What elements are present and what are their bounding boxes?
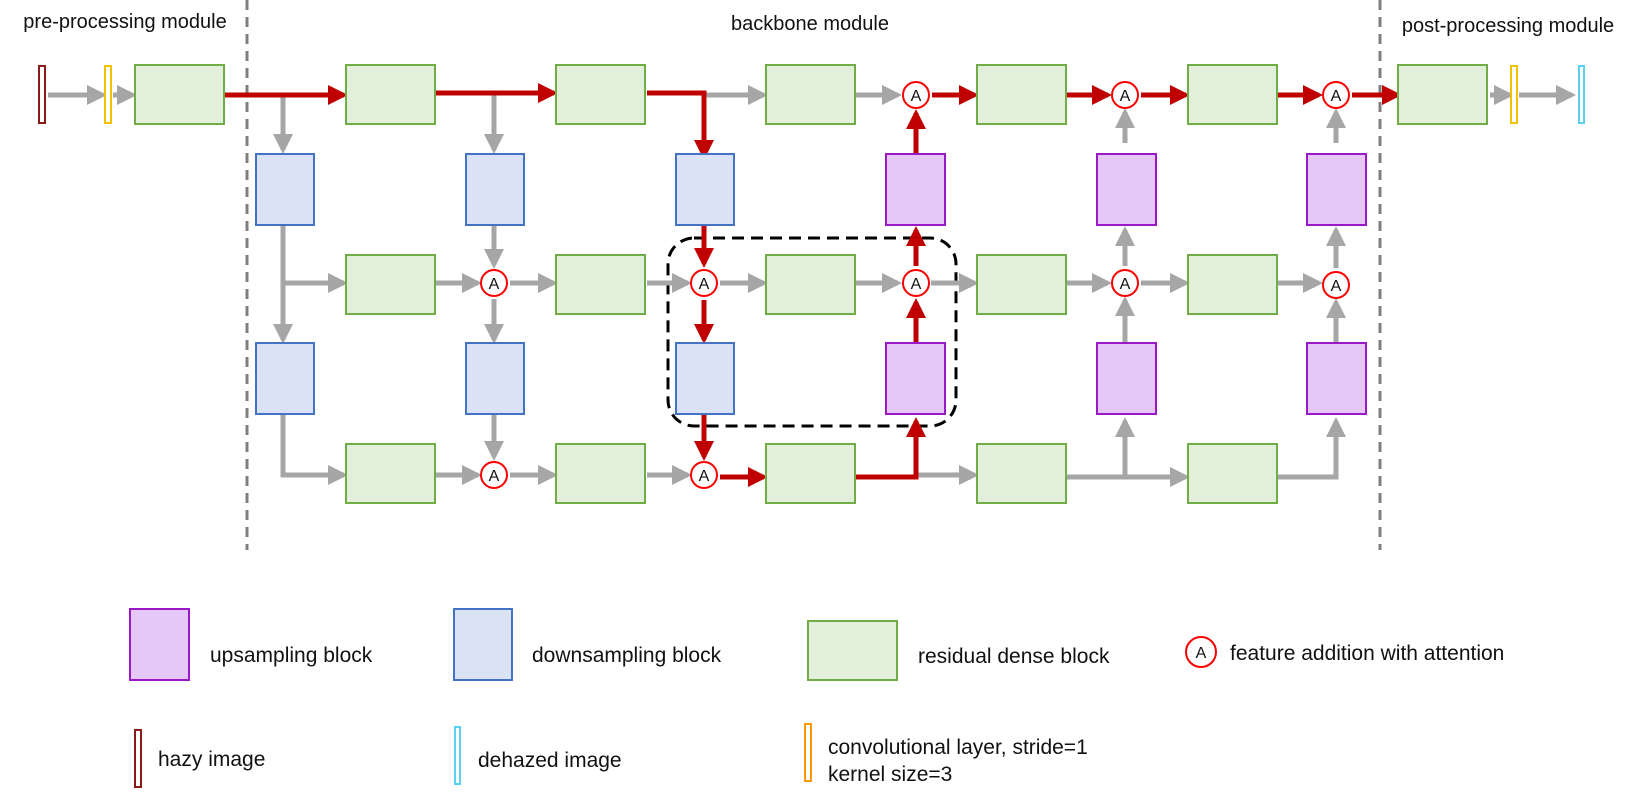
- legend-upsampling-label: upsampling block: [210, 644, 373, 667]
- residual-dense-blocks: [134, 64, 1488, 504]
- legend-dehazed-label: dehazed image: [478, 749, 622, 772]
- gray-connections: [48, 85, 1576, 487]
- arrow-gray: [1276, 417, 1346, 480]
- legend-attention-label: feature addition with attention: [1230, 642, 1504, 665]
- svg-text:A: A: [489, 468, 500, 485]
- upsampling-block: [1306, 342, 1367, 415]
- arrow-gray: [280, 225, 348, 293]
- legend-residual-label: residual dense block: [918, 645, 1110, 668]
- residual-dense-block: [1187, 64, 1278, 125]
- upsampling-block: [1096, 342, 1157, 415]
- residual-dense-block: [134, 64, 225, 125]
- svg-text:A: A: [489, 276, 500, 293]
- arrow-red: [855, 417, 926, 480]
- attention-node: A: [690, 269, 718, 297]
- residual-dense-block: [1187, 254, 1278, 315]
- legend-downsampling-swatch: [453, 608, 513, 681]
- legend-conv-swatch: [804, 723, 812, 782]
- legend-conv-label-line1: convolutional layer, stride=1: [828, 736, 1088, 759]
- legend-hazy-swatch: [134, 729, 142, 788]
- downsampling-block: [465, 342, 525, 415]
- legend-downsampling-label: downsampling block: [532, 644, 722, 667]
- svg-text:A: A: [699, 468, 710, 485]
- arrow-gray: [280, 415, 348, 485]
- svg-text:A: A: [1120, 276, 1131, 293]
- downsampling-block: [255, 342, 315, 415]
- residual-dense-block: [555, 64, 646, 125]
- svg-text:A: A: [1120, 88, 1131, 105]
- legend-attention-swatch: [1185, 636, 1217, 668]
- svg-text:A: A: [1331, 88, 1342, 105]
- residual-dense-block: [1187, 443, 1278, 504]
- residual-dense-block: [976, 254, 1067, 315]
- residual-dense-block: [976, 443, 1067, 504]
- residual-dense-block: [765, 64, 856, 125]
- legend-conv-label-line2: kernel size=3: [828, 763, 952, 786]
- svg-text:A: A: [1331, 278, 1342, 295]
- attention-node: A: [1322, 271, 1350, 299]
- highlight-region-box: [666, 236, 958, 428]
- legend-dehazed-swatch: [454, 726, 461, 785]
- residual-dense-block: [345, 254, 436, 315]
- residual-dense-block: [345, 443, 436, 504]
- hazy-image-input: [38, 65, 46, 124]
- residual-dense-block: [765, 254, 856, 315]
- residual-dense-block: [1397, 64, 1488, 125]
- attention-node: A: [690, 461, 718, 489]
- upsampling-block: [1306, 153, 1367, 226]
- downsampling-block: [255, 153, 315, 226]
- pre-processing-title: pre-processing module: [23, 11, 226, 33]
- dehazed-image-output: [1578, 65, 1585, 124]
- downsampling-block: [465, 153, 525, 226]
- downsampling-block: [675, 342, 735, 415]
- upsampling-block: [1096, 153, 1157, 226]
- svg-text:A: A: [699, 276, 710, 293]
- residual-dense-block: [555, 443, 646, 504]
- residual-dense-block: [976, 64, 1067, 125]
- svg-text:A: A: [911, 88, 922, 105]
- attention-node: A: [480, 461, 508, 489]
- downsampling-block: [675, 153, 735, 226]
- backbone-title: backbone module: [731, 13, 889, 35]
- residual-dense-block: [765, 443, 856, 504]
- attention-nodes: A A A A A A A A A A: [480, 81, 1350, 489]
- legend-attention-node-letter: A: [1196, 645, 1207, 662]
- attention-node: A: [1322, 81, 1350, 109]
- post-processing-title: post-processing module: [1402, 15, 1614, 37]
- legend-hazy-label: hazy image: [158, 748, 265, 771]
- upsampling-block: [885, 342, 946, 415]
- legend: upsampling block downsampling block resi…: [129, 608, 1504, 788]
- highlighted-path: [224, 83, 1402, 487]
- legend-upsampling-swatch: [129, 608, 190, 681]
- attention-node: A: [480, 269, 508, 297]
- svg-text:A: A: [911, 276, 922, 293]
- attention-node: A: [902, 81, 930, 109]
- attention-node: A: [1111, 81, 1139, 109]
- residual-dense-block: [555, 254, 646, 315]
- conv-layer-output: [1510, 65, 1518, 124]
- arrow-red: [647, 90, 714, 160]
- upsampling-block: [885, 153, 946, 226]
- residual-dense-block: [345, 64, 436, 125]
- legend-residual-swatch: [807, 620, 898, 681]
- attention-node: A: [902, 269, 930, 297]
- upsampling-blocks: [885, 153, 1367, 415]
- conv-layer-input: [104, 65, 112, 124]
- attention-node: A: [1111, 269, 1139, 297]
- downsampling-blocks: [255, 153, 735, 415]
